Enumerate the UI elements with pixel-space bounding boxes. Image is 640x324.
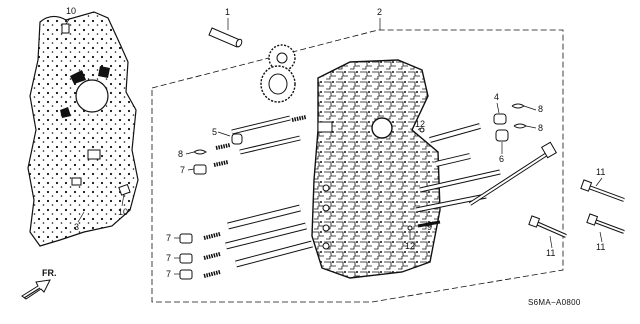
pump-gears: [260, 44, 296, 103]
callout-3: 3: [74, 222, 79, 232]
separator-plate: [27, 11, 139, 247]
callout-1: 1: [225, 7, 230, 17]
small-pins: [407, 127, 441, 231]
shaft-pin: [208, 27, 243, 48]
callout-10-bottom: 10: [118, 207, 128, 217]
callout-labels: 10 1 2 4 8 5 12 8 8 7 6 11 10 3 9 7 7 12…: [66, 6, 605, 279]
filter-plates: [179, 164, 207, 280]
callout-9: 9: [427, 222, 432, 232]
callout-7-upper: 7: [180, 165, 185, 175]
callout-11-upper: 11: [596, 167, 605, 177]
callout-11-lower-right: 11: [596, 242, 605, 252]
callout-7-a: 7: [166, 233, 171, 243]
leader-lines: [65, 17, 603, 275]
callout-4: 4: [494, 92, 499, 102]
callout-2: 2: [377, 7, 382, 17]
callout-11-lower-left: 11: [546, 248, 555, 258]
plug-parts: [231, 113, 509, 145]
callout-7-c: 7: [166, 269, 171, 279]
callout-12-upper: 12: [415, 119, 425, 129]
callout-5: 5: [212, 127, 217, 137]
lower-spool-valves: [203, 204, 313, 278]
assembly-boundary: [151, 29, 564, 303]
upper-spool-valves: [213, 115, 307, 167]
bolts: [528, 179, 625, 238]
callout-12-lower: 12: [405, 241, 415, 251]
callout-7-b: 7: [166, 253, 171, 263]
front-direction-arrow: FR.: [21, 268, 57, 300]
dowel-pin-top: [61, 23, 70, 34]
dowel-pin-bottom: [118, 183, 131, 196]
right-spool-valves: [415, 123, 558, 213]
drawing-code: S6MA−A0800: [528, 298, 581, 307]
callout-10-top: 10: [66, 6, 76, 16]
callout-8-left: 8: [178, 149, 183, 159]
callout-6: 6: [499, 154, 504, 164]
main-valve-body: [311, 59, 441, 279]
callout-8-upper-right: 8: [538, 104, 543, 114]
callout-8-right: 8: [538, 123, 543, 133]
front-label: FR.: [42, 268, 57, 278]
